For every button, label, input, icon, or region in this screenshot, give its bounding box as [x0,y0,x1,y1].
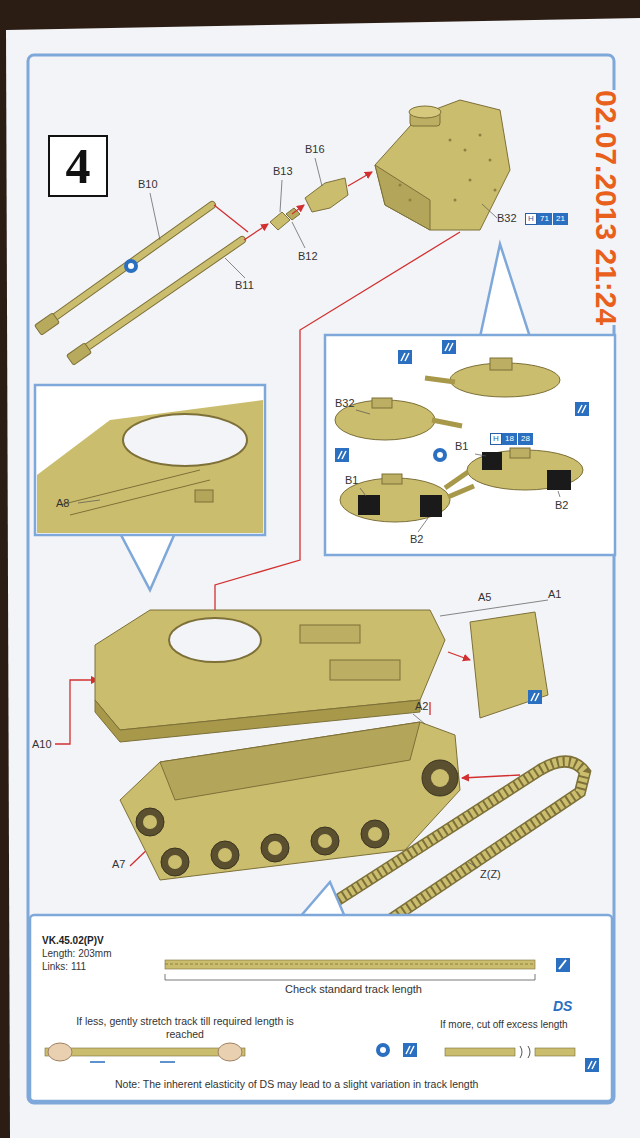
track-links: Links: 111 [42,961,86,973]
leader-lines [150,158,560,532]
step-number-box: 4 [48,135,108,197]
part-number: Z(Z) [480,868,501,881]
part-number: B12 [298,250,318,263]
part-number: B16 [305,143,325,156]
turret-variants-inset [325,244,615,555]
part-number: B1 [345,474,358,487]
color-code: 18 [502,433,517,445]
date-watermark: 02.07.2013 21:24 [591,90,621,325]
turret [375,100,510,230]
part-number: A10 [32,738,52,751]
gun-barrels [35,178,348,365]
brand-logo: DS [553,998,572,1014]
hull [95,600,548,880]
part-number: B1 [455,440,468,453]
instruction-text: Check standard track length [285,983,422,996]
color-code: H [490,433,502,445]
part-number: B10 [138,178,158,191]
color-code: 21 [553,213,568,225]
part-number: A8 [56,497,69,510]
part-number: A5 [478,591,491,604]
part-number: B32 [335,397,355,410]
color-code: 71 [537,213,552,225]
instruction-text: If less, gently stretch track till requi… [60,1015,310,1040]
part-number: B13 [273,165,293,178]
track-length-panel: VK.45.02(P)VLength: 203mmLinks: 111Check… [30,915,612,1101]
part-number: A1 [548,588,561,601]
part-number: A7 [112,858,125,871]
track [330,761,585,937]
part-number: B2 [410,533,423,546]
track-panel-art [30,882,612,1101]
color-code: 28 [518,433,533,445]
part-number: B11 [235,279,254,292]
part-number: B2 [555,499,568,512]
track-length: Length: 203mm [42,948,112,960]
part-number: B32 [497,212,517,225]
note-text: Note: The inherent elasticity of DS may … [115,1078,478,1091]
step-number: 4 [66,141,91,191]
part-number: A2 [415,700,428,713]
instruction-text: If more, cut off excess length [440,1019,568,1031]
color-code: H [525,213,537,225]
model-name: VK.45.02(P)V [42,935,104,947]
detail-inset [35,385,265,590]
